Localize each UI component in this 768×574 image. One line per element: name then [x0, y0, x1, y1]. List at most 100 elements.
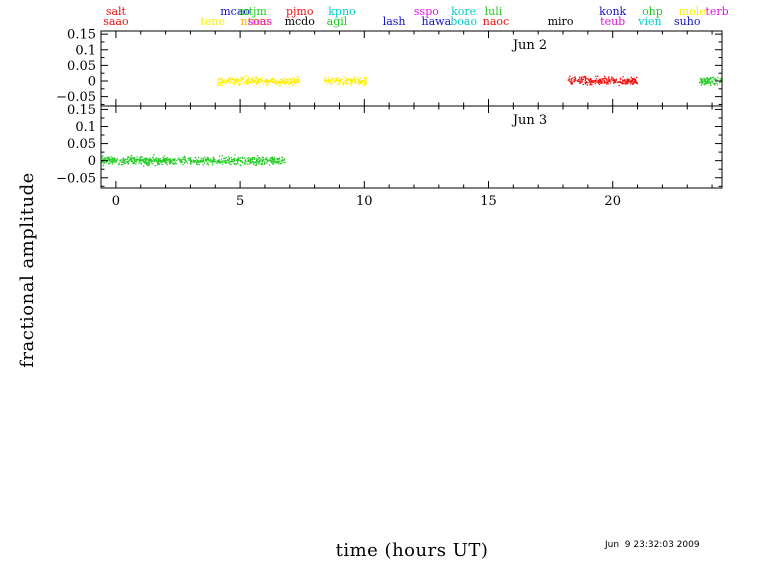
data-point	[285, 78, 287, 80]
data-point	[634, 79, 636, 81]
data-point	[263, 163, 266, 165]
data-point	[102, 155, 104, 157]
data-point	[196, 161, 198, 163]
data-point	[329, 82, 331, 84]
data-point	[159, 158, 161, 160]
data-point	[237, 159, 240, 161]
data-point	[612, 79, 614, 81]
data-point	[255, 162, 257, 164]
data-point	[280, 80, 283, 82]
data-point	[331, 79, 334, 81]
data-point	[597, 81, 600, 83]
data-point	[123, 160, 125, 162]
data-point	[331, 82, 333, 85]
data-point	[105, 162, 107, 164]
data-point	[363, 77, 365, 79]
data-point	[636, 76, 638, 79]
data-point	[574, 80, 576, 82]
data-point	[586, 77, 588, 80]
site-label-ntnm: ntnm	[240, 15, 270, 28]
data-point	[240, 76, 242, 78]
data-point	[220, 158, 223, 160]
data-point	[332, 78, 335, 80]
data-point	[577, 80, 579, 83]
data-point	[571, 81, 573, 84]
data-point	[599, 81, 601, 83]
data-point	[214, 159, 216, 161]
data-point	[128, 162, 130, 164]
data-point	[111, 157, 114, 159]
data-point	[708, 77, 711, 80]
data-point	[205, 160, 207, 163]
data-point	[339, 80, 341, 83]
data-point	[704, 79, 707, 82]
data-point	[189, 158, 191, 160]
data-point	[183, 155, 186, 157]
data-point	[283, 80, 285, 82]
data-point	[571, 80, 573, 82]
data-point	[167, 157, 169, 159]
data-point	[599, 78, 601, 81]
data-point	[130, 156, 132, 158]
data-point	[162, 158, 164, 161]
data-point	[714, 79, 716, 82]
data-point	[628, 78, 630, 80]
data-point	[141, 159, 144, 161]
data-point	[266, 162, 268, 164]
data-point	[133, 158, 135, 160]
data-point	[227, 80, 229, 82]
data-point	[717, 77, 719, 79]
data-point	[222, 79, 224, 82]
data-point	[290, 79, 292, 81]
data-point	[356, 78, 359, 80]
data-point	[351, 78, 353, 80]
data-point	[260, 79, 263, 81]
data-point	[237, 79, 240, 82]
data-point	[615, 78, 618, 80]
data-point	[264, 81, 266, 83]
data-point	[112, 158, 114, 160]
data-point	[212, 164, 214, 166]
data-point	[581, 80, 583, 82]
data-point	[174, 163, 176, 165]
data-point	[590, 81, 593, 83]
data-point	[265, 81, 267, 83]
data-point	[720, 78, 722, 80]
data-point	[627, 79, 630, 81]
data-point	[246, 80, 248, 82]
data-point	[621, 83, 624, 85]
data-point	[339, 79, 341, 81]
data-point	[600, 79, 602, 82]
data-point	[710, 77, 712, 79]
data-point	[273, 158, 275, 160]
data-point	[602, 78, 604, 80]
data-point	[149, 160, 151, 162]
data-point	[264, 162, 267, 164]
data-point	[606, 83, 608, 85]
data-point	[610, 80, 612, 82]
data-point	[164, 157, 166, 160]
data-point	[226, 79, 228, 82]
data-point	[253, 80, 256, 82]
data-point	[248, 159, 250, 161]
x-tick-label: 10	[356, 194, 373, 209]
data-point	[217, 84, 219, 86]
data-point	[247, 81, 249, 83]
data-point	[259, 78, 261, 80]
data-point	[614, 80, 616, 82]
site-label-pjmo: pjmo	[286, 5, 314, 18]
data-point	[255, 82, 257, 84]
data-point	[569, 81, 572, 83]
data-point	[216, 160, 218, 162]
data-point	[197, 156, 200, 159]
site-label-konk: konk	[599, 5, 626, 18]
data-point	[157, 160, 159, 162]
panel-frame	[100, 30, 723, 107]
data-point	[253, 157, 256, 159]
data-point	[179, 159, 181, 161]
data-point	[324, 79, 326, 82]
data-point	[165, 158, 167, 160]
data-point	[188, 157, 190, 159]
data-point	[581, 76, 583, 78]
y-tick-label: 0.1	[75, 43, 96, 58]
